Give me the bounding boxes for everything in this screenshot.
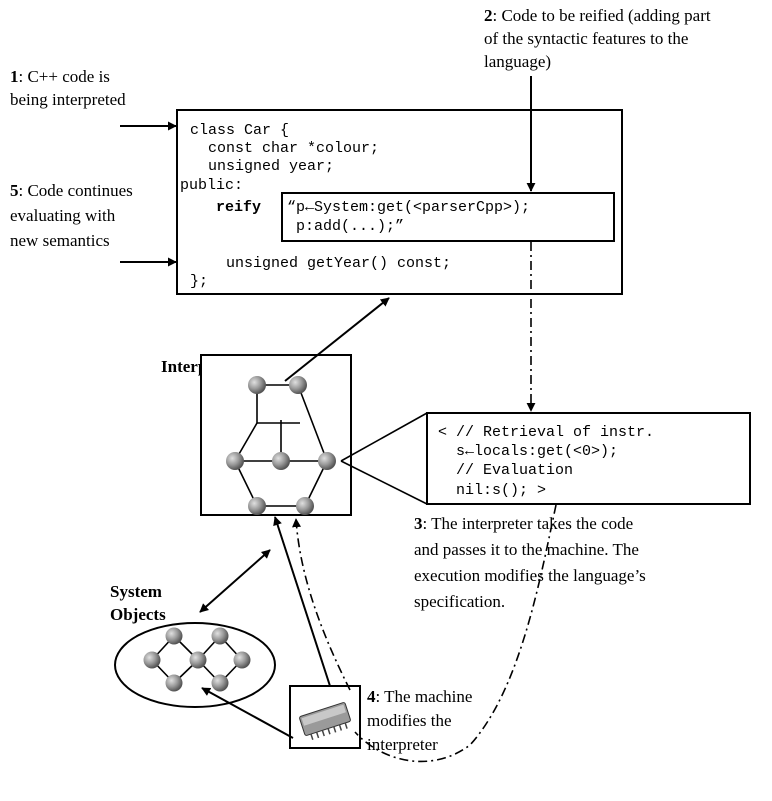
reify-keyword: reify bbox=[216, 199, 261, 216]
annotation-4-line-2: modifies the bbox=[367, 711, 452, 730]
annotation-1-line-1: 1: C++ code is bbox=[10, 67, 110, 86]
annotation-4: 4: The machine modifies the interpreter bbox=[367, 687, 472, 754]
graph-node bbox=[189, 651, 207, 669]
annotation-5-line-2: evaluating with bbox=[10, 206, 116, 225]
reify-line: “p←System:get(<parserCpp>); bbox=[287, 199, 530, 216]
reify-line: p:add(...);” bbox=[287, 218, 404, 235]
annotation-3-line-1: 3: The interpreter takes the code bbox=[414, 514, 633, 533]
instr-line: // Evaluation bbox=[438, 462, 573, 479]
annotation-2-line-3: language) bbox=[484, 52, 551, 71]
code-line: unsigned year; bbox=[190, 158, 334, 175]
annotation-5-line-3: new semantics bbox=[10, 231, 110, 250]
annotation-3-line-4: specification. bbox=[414, 592, 505, 611]
chip-icon bbox=[289, 685, 361, 749]
arrow-interpreter-to-code bbox=[284, 297, 390, 382]
code-line: public: bbox=[180, 177, 243, 194]
graph-node bbox=[318, 452, 336, 470]
graph-node bbox=[143, 651, 161, 669]
graph-node bbox=[211, 674, 229, 692]
graph-node bbox=[248, 376, 266, 394]
instruction-box-frame bbox=[426, 412, 751, 505]
callout-line-bottom bbox=[340, 460, 428, 505]
callout-line-top bbox=[340, 412, 428, 462]
annotation-3-line-3: execution modifies the language’s bbox=[414, 566, 646, 585]
graph-node bbox=[296, 497, 314, 515]
annotation-3: 3: The interpreter takes the code and pa… bbox=[414, 514, 646, 611]
annotation-2: 2: Code to be reified (adding part of th… bbox=[484, 6, 711, 71]
instr-line: s←locals:get(<0>); bbox=[438, 443, 618, 460]
graph-node bbox=[165, 674, 183, 692]
arrow-machine-to-system-objects bbox=[201, 687, 294, 739]
instruction-box: < // Retrieval of instr. s←locals:get(<0… bbox=[340, 412, 751, 505]
annotation-2-line-2: of the syntactic features to the bbox=[484, 29, 688, 48]
arrow-interpreter-system-objects bbox=[199, 549, 271, 613]
instr-line: nil:s(); > bbox=[438, 482, 546, 499]
arrow-machine-to-interpreter bbox=[273, 516, 331, 687]
graph-node bbox=[233, 651, 251, 669]
system-objects-label-line-2: Objects bbox=[110, 605, 166, 624]
interpreter-graph-nodes bbox=[226, 376, 336, 515]
annotation-4-line-1: 4: The machine bbox=[367, 687, 472, 706]
code-line: unsigned getYear() const; bbox=[208, 255, 451, 272]
annotation-4-line-3: interpreter bbox=[367, 735, 438, 754]
interpreter-frame bbox=[200, 354, 352, 516]
graph-node bbox=[272, 452, 290, 470]
annotation-5: 5: Code continues evaluating with new se… bbox=[10, 181, 133, 250]
system-objects-nodes bbox=[143, 627, 251, 692]
graph-node bbox=[289, 376, 307, 394]
system-objects-label-line-1: System bbox=[110, 582, 162, 601]
annotation-3-line-2: and passes it to the machine. The bbox=[414, 540, 639, 559]
annotation-5-line-1: 5: Code continues bbox=[10, 181, 133, 200]
reify-box-frame bbox=[281, 192, 615, 242]
graph-node bbox=[165, 627, 183, 645]
interpreter-box bbox=[200, 354, 352, 516]
code-line: const char *colour; bbox=[190, 140, 379, 157]
dashdot-machine-to-interpreter bbox=[292, 518, 351, 691]
instr-line: < // Retrieval of instr. bbox=[438, 424, 654, 441]
annotation-2-line-1: 2: Code to be reified (adding part bbox=[484, 6, 711, 25]
system-objects-label: System Objects bbox=[110, 582, 166, 624]
annotation-1: 1: C++ code is being interpreted bbox=[10, 67, 126, 109]
graph-node bbox=[226, 452, 244, 470]
graph-node bbox=[248, 497, 266, 515]
code-line: }; bbox=[190, 273, 208, 290]
system-objects-ellipse bbox=[114, 622, 276, 708]
annotation-1-line-2: being interpreted bbox=[10, 90, 126, 109]
reify-box: “p←System:get(<parserCpp>); p:add(...);” bbox=[281, 192, 615, 242]
graph-node bbox=[211, 627, 229, 645]
code-line: class Car { bbox=[190, 122, 289, 139]
